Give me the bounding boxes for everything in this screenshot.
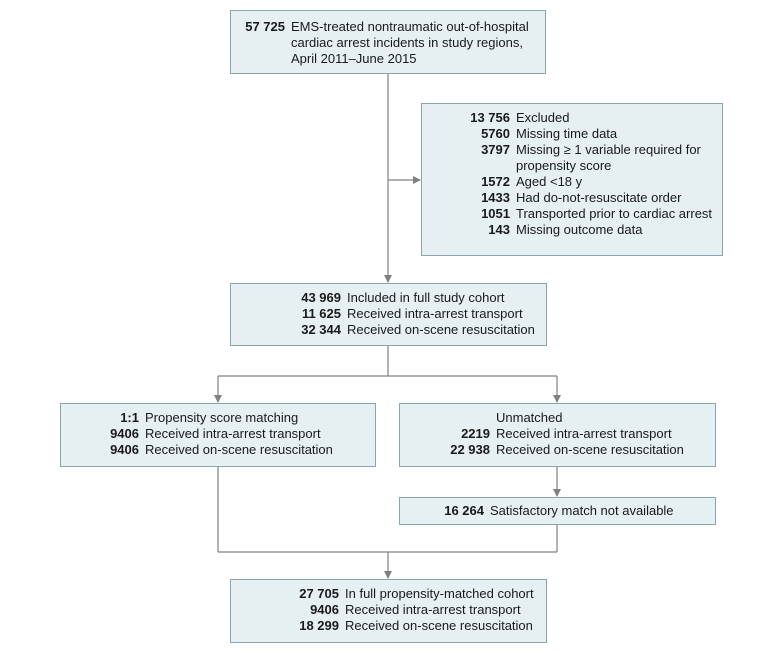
- box-match-not-available: 16 264 Satisfactory match not available: [399, 497, 716, 525]
- matched-count: 9406: [110, 442, 139, 457]
- final-count: 27 705: [299, 586, 339, 601]
- final-row: 27 705 In full propensity-matched cohort: [239, 586, 538, 602]
- no_match-row: 16 264 Satisfactory match not available: [408, 503, 707, 519]
- excluded-label: Had do-not-resuscitate order: [516, 190, 682, 205]
- cohort-label: Received on-scene resuscitation: [347, 322, 535, 337]
- excluded-count: 1572: [481, 174, 510, 189]
- cohort-label: Received intra-arrest transport: [347, 306, 523, 321]
- unmatched-label: Received on-scene resuscitation: [496, 442, 684, 457]
- box-total-incidents: 57 725 EMS-treated nontraumatic out-of-ho…: [230, 10, 546, 74]
- excluded-count: 3797: [481, 142, 510, 157]
- excluded-count: 1051: [481, 206, 510, 221]
- excluded-row: 3797 Missing ≥ 1 variable required for pr…: [430, 142, 714, 174]
- excluded-count: 13 756: [470, 110, 510, 125]
- matched-label: Received intra-arrest transport: [145, 426, 321, 441]
- unmatched-row: 22 938 Received on-scene resuscitation: [408, 442, 707, 458]
- total-count: 57 725: [245, 19, 285, 34]
- excluded-label: Transported prior to cardiac arrest: [516, 206, 713, 221]
- excluded-label: Aged <18 y: [516, 174, 583, 189]
- excluded-label: Missing ≥ 1 variable required for propen…: [516, 142, 701, 173]
- excluded-row: 1051 Transported prior to cardiac arrest: [430, 206, 714, 222]
- excluded-row: 1433 Had do-not-resuscitate order: [430, 190, 714, 206]
- matched-row: 1:1 Propensity score matching: [69, 410, 367, 426]
- final-label: In full propensity-matched cohort: [345, 586, 534, 601]
- excluded-label: Missing time data: [516, 126, 618, 141]
- excluded-row: 13 756 Excluded: [430, 110, 714, 126]
- final-row: 9406 Received intra-arrest transport: [239, 602, 538, 618]
- excluded-count: 1433: [481, 190, 510, 205]
- matched-label: Received on-scene resuscitation: [145, 442, 333, 457]
- box-unmatched: Unmatched 2219 Received intra-arrest trans…: [399, 403, 716, 467]
- cohort-count: 43 969: [301, 290, 341, 305]
- unmatched-row: Unmatched: [408, 410, 707, 426]
- final-count: 18 299: [299, 618, 339, 633]
- no_match-label: Satisfactory match not available: [490, 503, 674, 518]
- matched-row: 9406 Received intra-arrest transport: [69, 426, 367, 442]
- unmatched-label: Unmatched: [496, 410, 563, 425]
- cohort-row: 32 344 Received on-scene resuscitation: [239, 322, 538, 338]
- excluded-label: Missing outcome data: [516, 222, 643, 237]
- total-row: 57 725 EMS-treated nontraumatic out-of-ho…: [241, 19, 535, 67]
- matched-count: 9406: [110, 426, 139, 441]
- matched-label: Propensity score matching: [145, 410, 299, 425]
- cohort-label: Included in full study cohort: [347, 290, 505, 305]
- cohort-row: 11 625 Received intra-arrest transport: [239, 306, 538, 322]
- excluded-label: Excluded: [516, 110, 570, 125]
- unmatched-label: Received intra-arrest transport: [496, 426, 672, 441]
- total-label: EMS-treated nontraumatic out-of-hospital…: [291, 19, 529, 66]
- cohort-row: 43 969 Included in full study cohort: [239, 290, 538, 306]
- unmatched-row: 2219 Received intra-arrest transport: [408, 426, 707, 442]
- matched-row: 9406 Received on-scene resuscitation: [69, 442, 367, 458]
- final-row: 18 299 Received on-scene resuscitation: [239, 618, 538, 634]
- excluded-row: 1572 Aged <18 y: [430, 174, 714, 190]
- final-count: 9406: [310, 602, 339, 617]
- unmatched-count: 22 938: [450, 442, 490, 457]
- excluded-row: 5760 Missing time data: [430, 126, 714, 142]
- no_match-count: 16 264: [444, 503, 484, 518]
- excluded-count: 5760: [481, 126, 510, 141]
- unmatched-count: 2219: [461, 426, 490, 441]
- cohort-count: 11 625: [301, 306, 341, 321]
- excluded-row: 143 Missing outcome data: [430, 222, 714, 238]
- final-label: Received intra-arrest transport: [345, 602, 521, 617]
- excluded-count: 143: [488, 222, 510, 237]
- final-label: Received on-scene resuscitation: [345, 618, 533, 633]
- matched-count: 1:1: [120, 410, 139, 425]
- cohort-count: 32 344: [301, 322, 341, 337]
